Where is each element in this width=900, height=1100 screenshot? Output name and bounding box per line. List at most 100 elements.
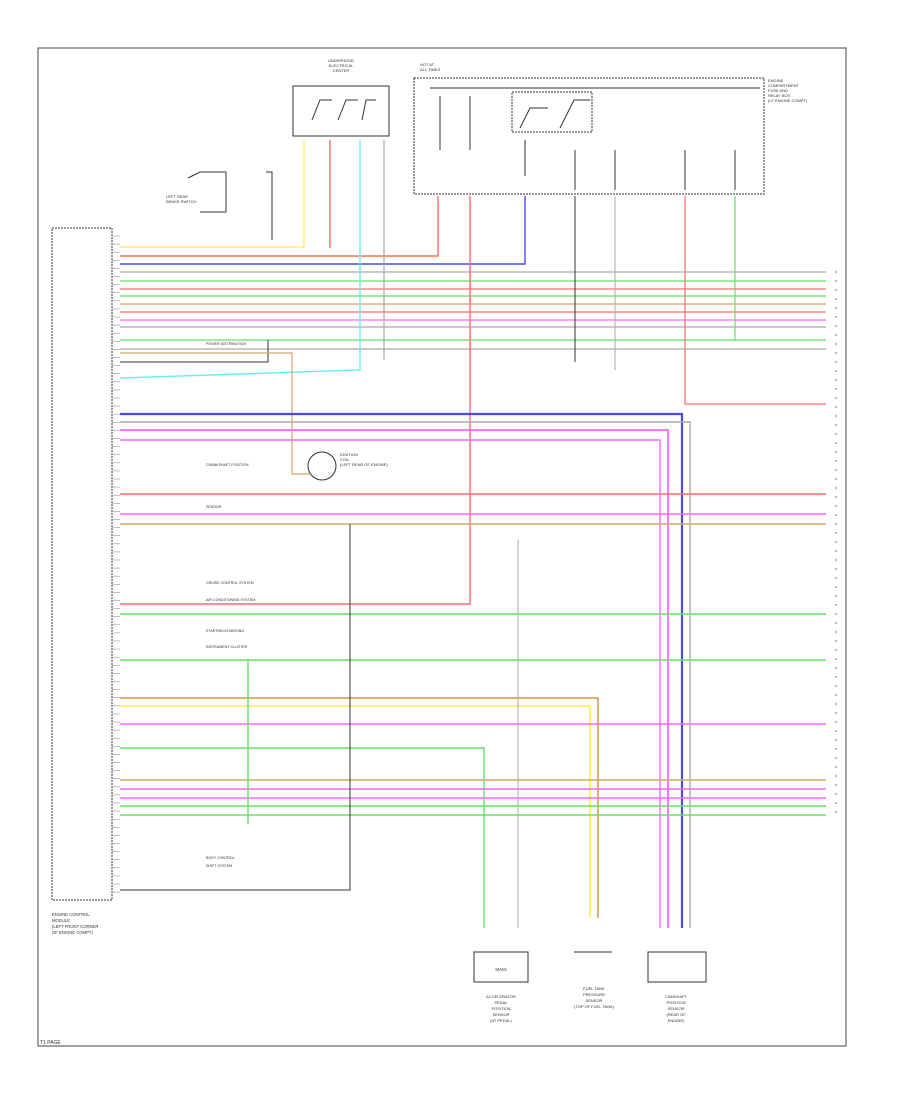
relay-box-label: UNDERHOOD xyxy=(328,58,354,63)
fuse-relay-box xyxy=(413,77,765,195)
camshaft-sensor xyxy=(647,951,707,983)
terminal xyxy=(835,505,837,507)
module-label: ENGINE xyxy=(768,78,784,83)
terminal xyxy=(835,685,837,687)
ecm-label: (LEFT FRONT CORNER xyxy=(52,924,98,929)
terminal xyxy=(835,811,837,813)
brake-switch xyxy=(187,171,227,213)
terminal xyxy=(835,721,837,723)
terminal xyxy=(835,802,837,804)
annotation: INSTRUMENT CLUSTER xyxy=(206,645,248,649)
terminal xyxy=(835,523,837,525)
terminal xyxy=(835,730,837,732)
terminal xyxy=(835,352,837,354)
wire-blue xyxy=(120,412,684,928)
relay-contact xyxy=(559,99,590,129)
wire-red xyxy=(120,196,471,605)
terminal xyxy=(835,739,837,741)
camshaft-sensor-label: SENSOR xyxy=(668,1006,685,1011)
wire-pink xyxy=(120,439,661,928)
terminal xyxy=(835,370,837,372)
terminal xyxy=(835,541,837,543)
fuel-sensor-label: FUEL TANK xyxy=(583,986,605,991)
module-label: FUSE AND xyxy=(768,88,788,93)
terminal xyxy=(835,748,837,750)
brake-switch-label: BRAKE SWITCH xyxy=(166,199,197,204)
wire-green xyxy=(120,747,485,928)
terminal xyxy=(835,487,837,489)
terminal xyxy=(835,658,837,660)
relay-switch xyxy=(337,99,358,121)
terminal xyxy=(835,613,837,615)
annotation: CRANKSHAFT POSITION xyxy=(206,463,249,467)
terminal xyxy=(835,316,837,318)
fuse-box-label: ALL TIMES xyxy=(420,67,441,72)
relay-switch xyxy=(311,99,332,121)
diagram-border xyxy=(37,47,847,1047)
wire-gray xyxy=(120,421,691,928)
terminal xyxy=(835,586,837,588)
terminal xyxy=(835,460,837,462)
brake-switch-label: LEFT REAR xyxy=(166,194,188,199)
wire-tan xyxy=(120,697,599,918)
terminal xyxy=(835,793,837,795)
wire-red xyxy=(684,196,826,405)
terminal xyxy=(835,577,837,579)
terminal xyxy=(835,694,837,696)
coil-label: COIL xyxy=(340,457,350,462)
terminal xyxy=(835,559,837,561)
ecm-label: ENGINE CONTROL xyxy=(52,912,90,917)
coil-label: IGNITION xyxy=(340,452,358,457)
terminal xyxy=(835,325,837,327)
annotation: BODY CONTROL xyxy=(206,856,235,860)
fuel-sensor-label: PRESSURE xyxy=(583,992,605,997)
terminal xyxy=(835,271,837,273)
terminal xyxy=(835,568,837,570)
coil-label: (LEFT REAR OF ENGINE) xyxy=(340,462,388,467)
annotation: AIR CONDITIONING SYSTEM xyxy=(206,598,255,602)
wire-yellow xyxy=(120,705,591,918)
relay-box-label: CENTER xyxy=(333,68,350,73)
annotation: STARTING/CHARGING xyxy=(206,629,244,633)
accelerator-pedal-sensor xyxy=(473,951,529,983)
terminal xyxy=(835,649,837,651)
accelerator-sensor-label: (AT PEDAL) xyxy=(490,1018,512,1023)
module-label: RELAY BOX xyxy=(768,93,791,98)
fuse-box-label: HOT AT xyxy=(420,62,435,67)
wire-yellow xyxy=(120,140,305,248)
terminal xyxy=(835,415,837,417)
relay-box-label: ELECTRICAL xyxy=(329,63,354,68)
terminal xyxy=(835,757,837,759)
annotation: SENSOR xyxy=(206,505,222,509)
relay-switch xyxy=(361,99,376,121)
terminal xyxy=(835,433,837,435)
terminal xyxy=(835,676,837,678)
module-label: COMPARTMENT xyxy=(768,83,800,88)
relay-box xyxy=(292,85,390,137)
terminal xyxy=(835,469,837,471)
accelerator-sensor-label: ACCELERATOR xyxy=(486,994,516,999)
terminal xyxy=(835,280,837,282)
terminal xyxy=(835,631,837,633)
terminal xyxy=(835,595,837,597)
annotation: CRUISE CONTROL SYSTEM xyxy=(206,581,254,585)
camshaft-sensor-label: POSITION xyxy=(666,1000,685,1005)
camshaft-sensor-label: CAMSHAFT xyxy=(665,994,688,999)
terminal xyxy=(835,343,837,345)
wire-black xyxy=(120,524,351,891)
terminal xyxy=(835,361,837,363)
page-label: T1 PAGE xyxy=(40,1040,61,1046)
internal-relay xyxy=(511,91,593,133)
accelerator-sensor-label: PEDAL xyxy=(494,1000,508,1005)
terminal xyxy=(835,379,837,381)
terminal xyxy=(835,334,837,336)
terminal xyxy=(835,298,837,300)
terminal xyxy=(835,442,837,444)
sensor-box-text: MAIN xyxy=(495,967,506,972)
terminal xyxy=(835,604,837,606)
ecm-label: MODULE xyxy=(52,918,70,923)
terminal xyxy=(835,514,837,516)
ecm-label: OF ENGINE COMPT) xyxy=(52,930,93,935)
terminal xyxy=(835,478,837,480)
